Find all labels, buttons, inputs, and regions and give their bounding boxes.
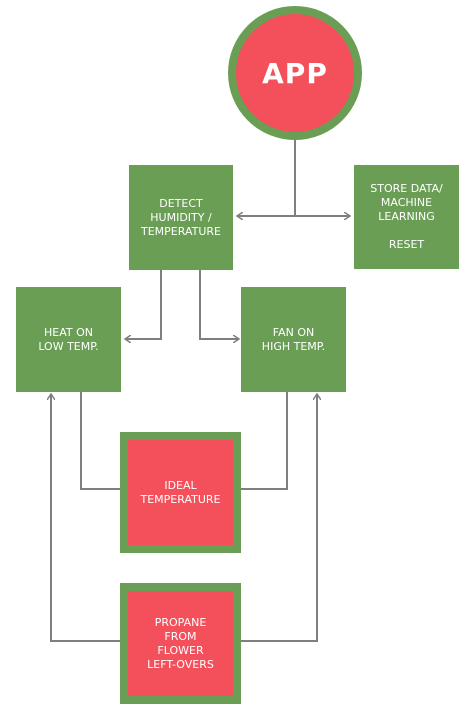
detect-humidity-temperature-node: DETECT HUMIDITY / TEMPERATURE: [129, 165, 233, 270]
propane-to-fan-arrow: [241, 394, 317, 642]
heat-to-ideal-line: [80, 392, 120, 490]
store-data-machine-learning-reset-node: STORE DATA/ MACHINE LEARNING RESET: [354, 165, 459, 269]
detect-to-heat-arrow: [125, 270, 162, 339]
ideal-temperature-node: IDEAL TEMPERATURE: [120, 432, 241, 553]
propane-from-flower-leftovers-node: PROPANE FROM FLOWER LEFT-OVERS: [120, 583, 241, 704]
propane-to-heat-arrow: [51, 394, 120, 642]
fan-on-high-temp-node: FAN ON HIGH TEMP.: [241, 287, 346, 392]
app-label: APP: [236, 14, 354, 132]
app-node: APP: [228, 6, 362, 140]
fan-to-ideal-line: [241, 392, 288, 490]
heat-on-low-temp-node: HEAT ON LOW TEMP.: [16, 287, 121, 392]
detect-to-fan-arrow: [199, 270, 239, 339]
